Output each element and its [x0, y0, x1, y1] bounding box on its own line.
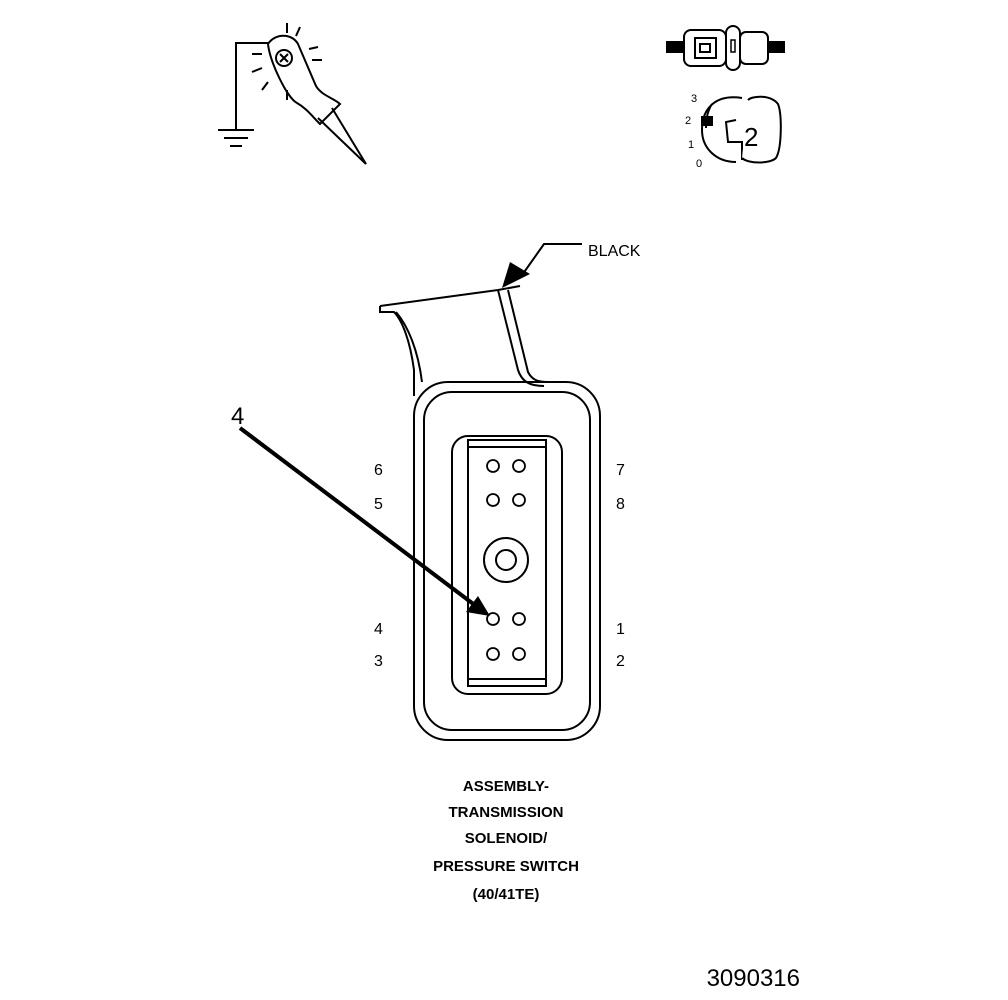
connector-disconnect-icon [666, 25, 785, 71]
callout-number: 4 [231, 403, 244, 430]
title-line: ASSEMBLY- [463, 778, 549, 795]
pin-label: 6 [374, 462, 383, 479]
terminal-cavity [512, 493, 526, 507]
terminal-cavity [486, 493, 500, 507]
key-position-1: 1 [688, 139, 694, 151]
pin-label: 8 [616, 496, 625, 513]
terminal-cavity [512, 459, 526, 473]
wire-color-label: BLACK [588, 243, 641, 260]
pin-label: 7 [616, 462, 625, 479]
wire-color-callout: BLACK [502, 243, 641, 288]
pin-label: 3 [374, 653, 383, 670]
title-line: TRANSMISSION [448, 804, 563, 821]
title-line: PRESSURE SWITCH [433, 858, 579, 875]
title-line: SOLENOID/ [465, 830, 548, 847]
terminal-cavity [512, 647, 526, 661]
terminal-cavity [486, 647, 500, 661]
terminal-cavity [512, 612, 526, 626]
pin-labels: 6 5 4 3 7 8 1 2 [374, 462, 625, 670]
key-selected-label: 2 [744, 122, 758, 152]
ignition-key-icon: 3 2 1 0 2 [685, 93, 782, 170]
pin-label: 4 [374, 621, 383, 638]
terminal-cavities [486, 459, 526, 661]
key-position-0: 0 [696, 158, 702, 170]
key-position-3: 3 [691, 93, 697, 105]
callout-arrow: 4 [231, 403, 490, 616]
pin-label: 2 [616, 653, 625, 670]
test-light-probe-icon [218, 23, 367, 165]
connector-housing [379, 285, 601, 741]
terminal-cavity [486, 459, 500, 473]
component-title: ASSEMBLY- TRANSMISSION SOLENOID/ PRESSUR… [433, 778, 579, 903]
pin-label: 1 [616, 621, 625, 638]
figure-number: 3090316 [707, 965, 800, 992]
title-line: (40/41TE) [473, 886, 540, 903]
pin-label: 5 [374, 496, 383, 513]
key-position-2: 2 [685, 115, 691, 127]
